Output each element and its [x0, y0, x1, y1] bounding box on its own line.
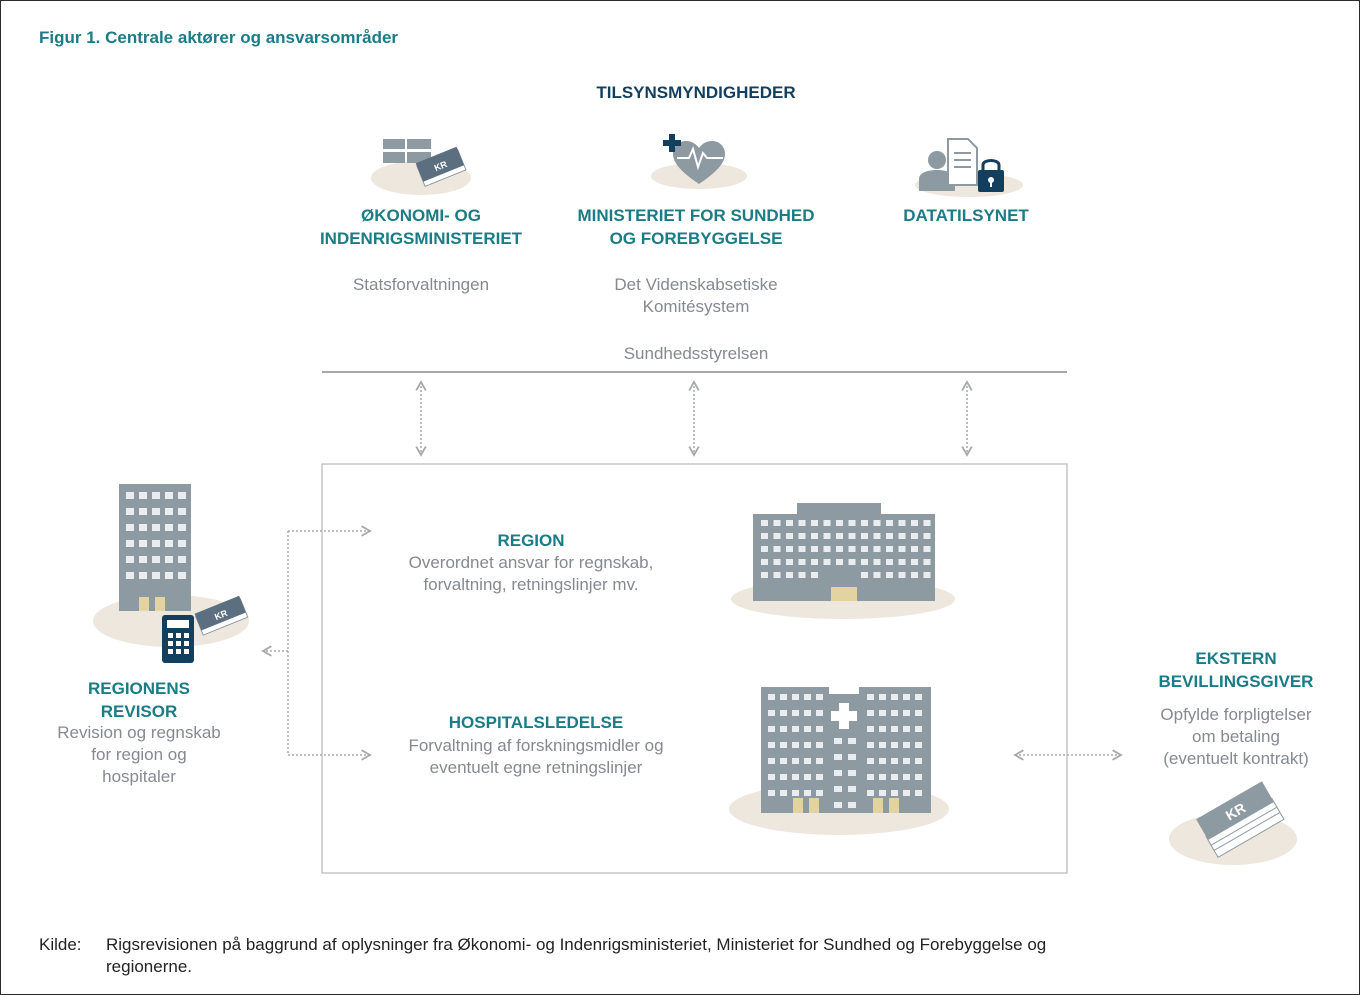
authority-health-name: MINISTERIET FOR SUNDHED OG FOREBYGGELSE	[577, 206, 815, 248]
hospital-building-icon	[729, 687, 949, 835]
money-stack-icon: KR	[1169, 781, 1297, 865]
finance-ministry-icon: KR	[371, 139, 471, 195]
grantor-title: EKSTERN BEVILLINGSGIVER	[1158, 649, 1314, 691]
authority-finance-sub: Statsforvaltningen	[352, 275, 490, 294]
grantor-description: Opfylde forpligtelser om betaling (event…	[1160, 705, 1312, 768]
source-label: Kilde:	[39, 935, 82, 954]
region-building-icon	[731, 503, 955, 619]
figure-title: Figur 1. Centrale aktører og ansvarsområ…	[39, 28, 399, 47]
health-heart-icon	[651, 134, 747, 189]
shared-authority: Sundhedsstyrelsen	[623, 344, 769, 363]
region-description: Overordnet ansvar for regnskab, forvaltn…	[408, 553, 654, 594]
money-label: KR	[213, 608, 229, 622]
authority-data-name: DATATILSYNET	[903, 206, 1029, 225]
region-title: REGION	[497, 531, 565, 550]
authority-health-sub: Det Videnskabsetiske Komitésystem	[614, 275, 778, 316]
auditor-title: REGIONENS REVISOR	[87, 679, 191, 721]
organization-box	[321, 463, 1068, 874]
data-protection-icon	[915, 138, 1023, 197]
source-text: Rigsrevisionen på baggrund af oplysninge…	[106, 935, 1047, 976]
auditor-connector	[261, 525, 372, 761]
supervision-arrows	[415, 380, 973, 457]
auditor-building-icon: KR	[93, 484, 249, 663]
supervisory-heading: TILSYNSMYNDIGHEDER	[596, 83, 796, 102]
hospital-management-description: Forvaltning af forskningsmidler og event…	[408, 736, 664, 777]
money-label: KR	[433, 159, 449, 173]
hospital-management-title: HOSPITALSLEDELSE	[448, 713, 624, 732]
auditor-description: Revision og regnskab for region og hospi…	[57, 723, 221, 786]
authority-finance-name: ØKONOMI- OG INDENRIGSMINISTERIET	[319, 206, 523, 248]
